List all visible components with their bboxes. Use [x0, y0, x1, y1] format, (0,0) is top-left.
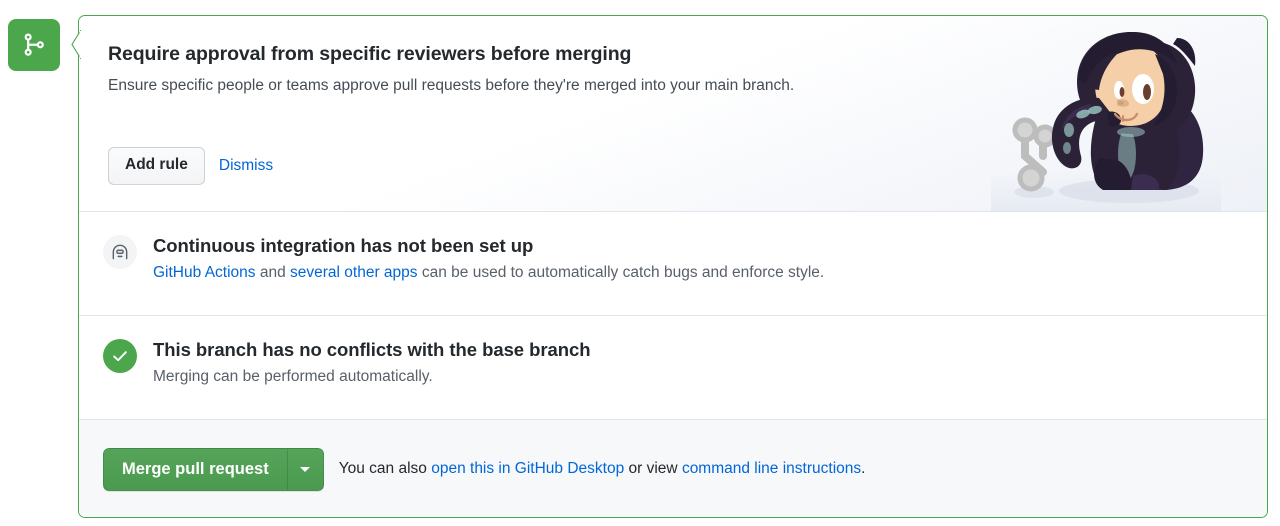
ci-sub-text-1: and [255, 264, 291, 282]
ci-status-title: Continuous integration has not been set … [153, 235, 534, 256]
command-line-instructions-link[interactable]: command line instructions [681, 460, 862, 478]
add-rule-button[interactable]: Add rule [108, 147, 205, 185]
pr-state-badge [8, 19, 60, 71]
merge-pull-request-button[interactable]: Merge pull request [103, 447, 287, 491]
promo-actions: Add rule Dismiss [108, 147, 273, 185]
promo-description: Ensure specific people or teams approve … [108, 77, 795, 95]
chevron-down-icon [300, 466, 311, 472]
merge-note: You can also open this in GitHub Desktop… [339, 457, 866, 480]
git-branch-icon [20, 31, 48, 59]
ci-status-row: Continuous integration has not been set … [79, 212, 1267, 316]
merge-box: Require approval from specific reviewers… [78, 15, 1268, 518]
branch-toy [1021, 130, 1047, 176]
several-other-apps-link[interactable]: several other apps [290, 264, 418, 282]
callout-notch [71, 30, 81, 60]
merge-note-suffix: . [861, 460, 866, 478]
conflicts-status-title: This branch has no conflicts with the ba… [153, 339, 591, 360]
dismiss-link[interactable]: Dismiss [218, 156, 274, 174]
robot-icon [103, 235, 137, 269]
conflicts-status-subtitle: Merging can be performed automatically. [153, 368, 433, 386]
conflicts-status-row: This branch has no conflicts with the ba… [79, 316, 1267, 420]
merge-button-group: Merge pull request [103, 447, 324, 491]
merge-options-dropdown-button[interactable] [286, 447, 324, 491]
octocat-illustration [991, 26, 1221, 211]
promo-text-block: Require approval from specific reviewers… [108, 42, 848, 98]
merge-note-prefix: You can also [338, 460, 432, 478]
branch-protection-promo: Require approval from specific reviewers… [79, 16, 1267, 212]
conflicts-status-body: This branch has no conflicts with the ba… [153, 337, 1251, 388]
github-actions-link[interactable]: GitHub Actions [153, 264, 256, 282]
ci-sub-text-2: can be used to automatically catch bugs … [417, 264, 825, 282]
ci-status-subtitle: GitHub Actions and several other apps ca… [153, 261, 1251, 284]
merge-note-middle: or view [624, 460, 682, 478]
ci-status-body: Continuous integration has not been set … [153, 233, 1251, 284]
open-in-github-desktop-link[interactable]: open this in GitHub Desktop [431, 460, 625, 478]
check-circle-icon [103, 339, 137, 373]
merge-footer: Merge pull request You can also open thi… [79, 420, 1267, 517]
promo-title: Require approval from specific reviewers… [108, 43, 632, 65]
